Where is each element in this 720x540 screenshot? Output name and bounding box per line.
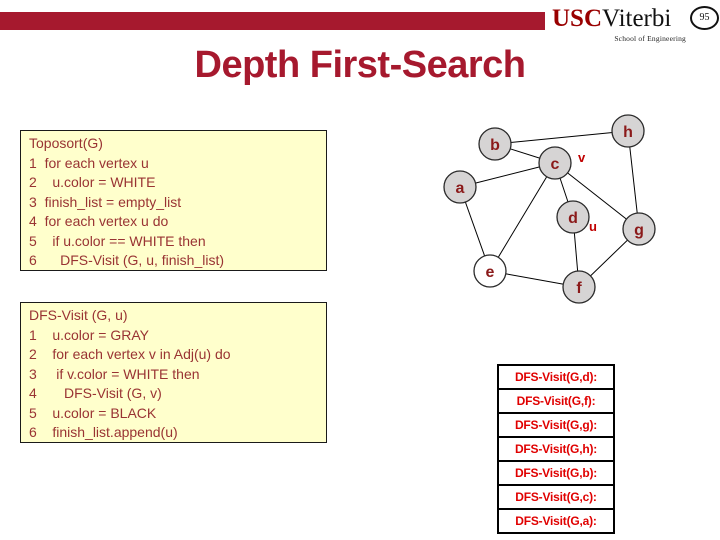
logo-school-text: School of Engineering [614, 34, 686, 43]
code-line: 2 for each vertex v in Adj(u) do [29, 346, 231, 362]
graph-node-e: e [473, 254, 507, 288]
logo-viterbi-text: Viterbi [602, 5, 672, 32]
call-stack-row-g: DFS-Visit(G,g): [497, 412, 615, 438]
code-line: 3 if v.color = WHITE then [29, 365, 200, 382]
graph-node-label-c: c [551, 156, 560, 173]
code-line: 5 u.color = BLACK [29, 404, 157, 421]
code-line: DFS-Visit (G, u) [29, 307, 128, 323]
graph-node-d: d [556, 200, 590, 234]
graph-edge-c-e [489, 162, 556, 272]
graph-node-label-a: a [456, 180, 465, 197]
page-number: 95 [699, 12, 710, 23]
code-line: 6 DFS-Visit (G, u, finish_list) [29, 252, 225, 268]
code-line: 2 u.color = WHITE [29, 174, 156, 190]
call-stack-row-b: DFS-Visit(G,b): [497, 460, 615, 486]
call-stack-row-c: DFS-Visit(G,c): [497, 484, 615, 510]
call-stack-row-f: DFS-Visit(G,f): [497, 388, 615, 414]
usc-viterbi-logo: USCViterbi School of Engineering [552, 6, 688, 50]
graph-edge-c-g [554, 162, 640, 230]
graph-node-circle-f [562, 270, 596, 304]
code-line: 5 if u.color == WHITE then [29, 232, 206, 249]
dfs-call-stack: DFS-Visit(G,d): DFS-Visit(G,f): DFS-Visi… [497, 364, 615, 534]
code-line: 4 DFS-Visit (G, v) [29, 385, 162, 401]
graph-node-a: a [443, 170, 477, 204]
call-stack-row-d: DFS-Visit(G,d): [497, 364, 615, 390]
graph-node-circle-g [622, 212, 656, 246]
graph-node-circle-d [556, 200, 590, 234]
graph-annotation-v: v [578, 150, 586, 165]
code-line: 3 finish_list = empty_list [29, 193, 182, 210]
graph-node-circle-b [478, 127, 512, 161]
code-line: 4 for each vertex u do [29, 213, 169, 229]
toposort-pseudocode-box: Toposort(G) 1 for each vertex u 2 u.colo… [20, 130, 327, 271]
dfs-visit-pseudocode-box: DFS-Visit (G, u) 1 u.color = GRAY 2 for … [20, 302, 327, 443]
graph-node-circle-a [443, 170, 477, 204]
graph-node-c: c [538, 146, 572, 180]
graph-node-label-h: h [623, 124, 633, 141]
graph-node-label-d: d [568, 210, 578, 227]
code-line: 1 for each vertex u [29, 154, 149, 171]
graph-node-label-f: f [576, 280, 582, 297]
graph-node-label-e: e [486, 264, 495, 281]
slide-title: Depth First-Search [194, 44, 526, 86]
graph-node-b: b [478, 127, 512, 161]
code-line: Toposort(G) [29, 135, 103, 151]
graph-node-label-b: b [490, 137, 500, 154]
code-line: 6 finish_list.append(u) [29, 424, 178, 440]
graph-node-circle-e [473, 254, 507, 288]
call-stack-row-a: DFS-Visit(G,a): [497, 508, 615, 534]
graph-node-g: g [622, 212, 656, 246]
graph-node-label-g: g [634, 222, 644, 239]
graph-edge-b-h [494, 130, 629, 145]
graph-node-circle-h [611, 114, 645, 148]
graph-node-circle-c [538, 146, 572, 180]
logo-usc-text: USC [552, 5, 603, 32]
page-number-badge: 95 [690, 6, 719, 30]
graph-node-h: h [611, 114, 645, 148]
graph-annotation-u: u [589, 219, 597, 234]
call-stack-row-h: DFS-Visit(G,h): [497, 436, 615, 462]
code-line: 1 u.color = GRAY [29, 326, 149, 343]
header-bar [0, 12, 545, 30]
graph-node-f: f [562, 270, 596, 304]
